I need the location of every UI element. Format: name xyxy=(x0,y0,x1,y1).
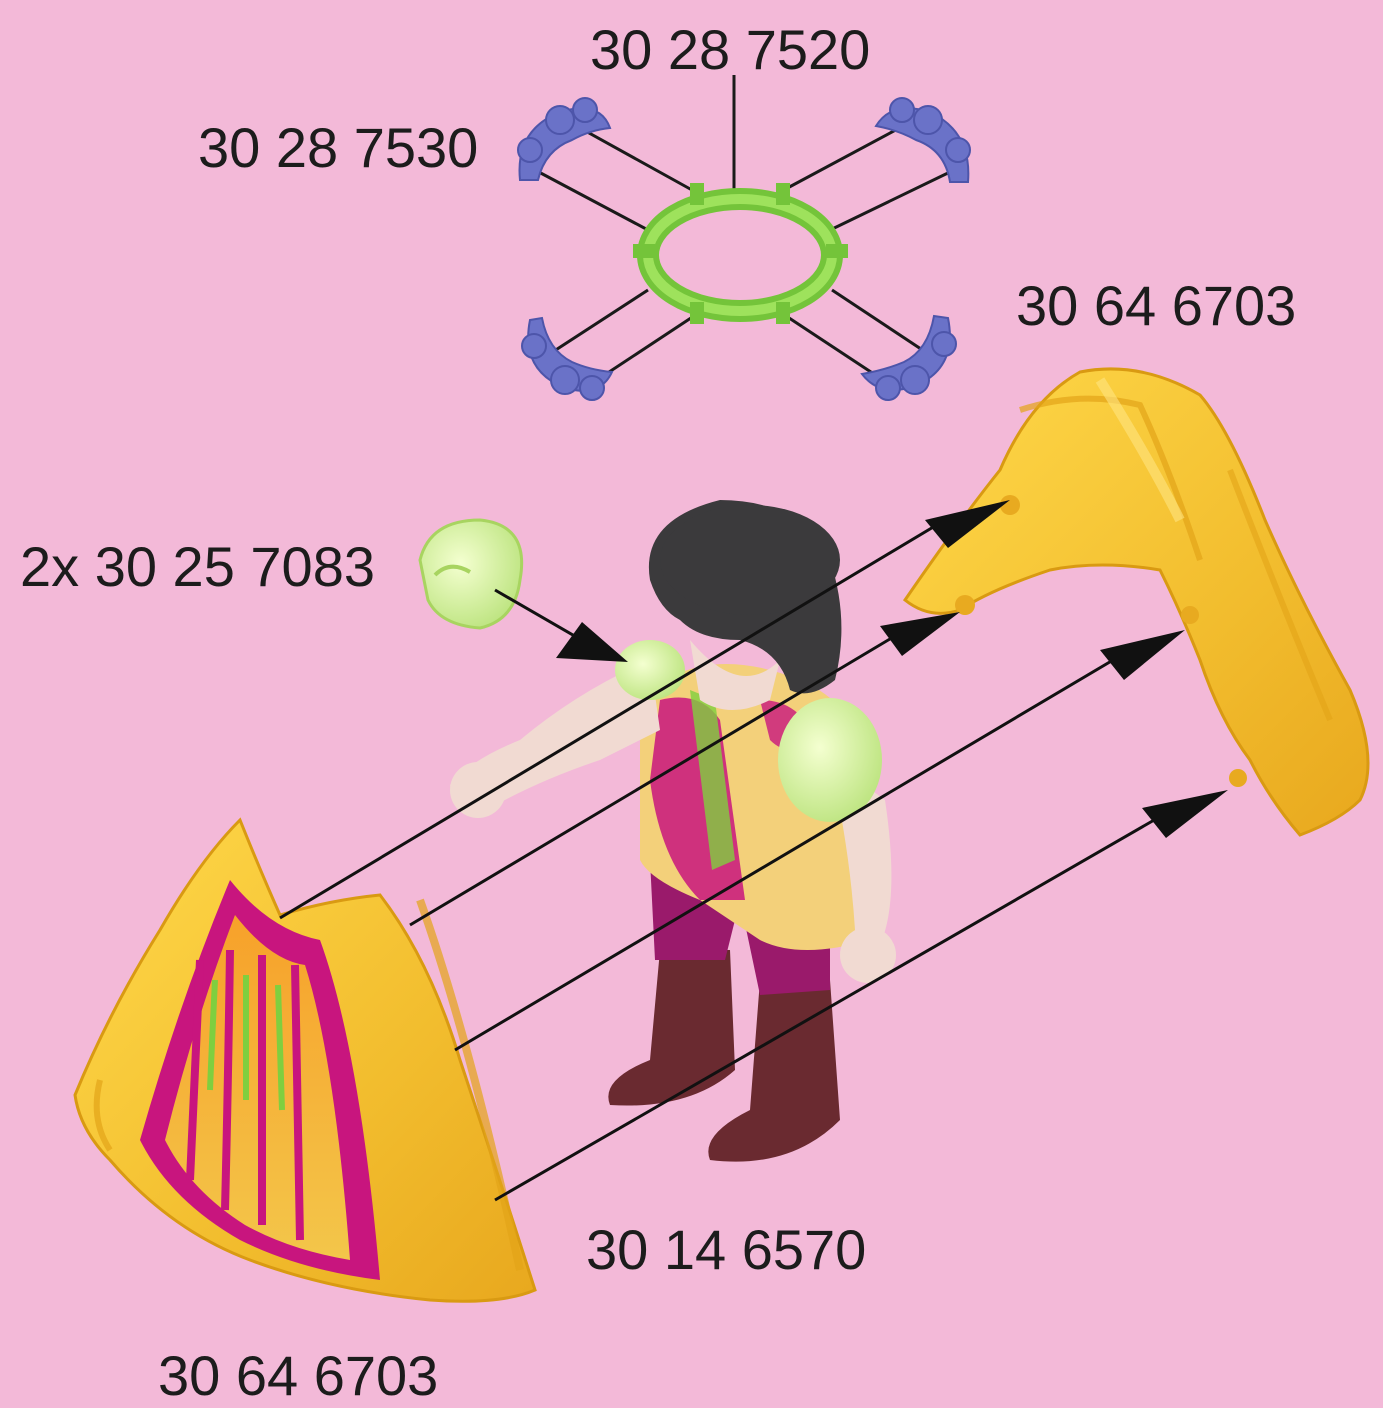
flower-sprig xyxy=(518,98,610,180)
part-number-cape-front: 30 64 6703 xyxy=(158,1348,438,1404)
figure xyxy=(450,500,896,1162)
cape-back xyxy=(905,369,1368,835)
flower-sprig xyxy=(522,318,612,400)
part-number-sleeves: 2x 30 25 7083 xyxy=(20,539,375,595)
arrowhead-2 xyxy=(880,612,960,656)
part-number-cape-back: 30 64 6703 xyxy=(1016,278,1296,334)
sleeve-piece xyxy=(420,520,522,628)
flower-sprig xyxy=(876,98,970,182)
part-number-flower-sprigs: 30 28 7530 xyxy=(198,120,478,176)
flower-sprigs xyxy=(518,98,970,400)
arrowhead-sleeve xyxy=(556,622,628,662)
arrowhead-3 xyxy=(1100,630,1185,680)
arrowhead-4 xyxy=(1142,790,1228,838)
flower-sprig xyxy=(862,316,956,400)
part-number-figure: 30 14 6570 xyxy=(586,1222,866,1278)
crown-assembly xyxy=(518,75,970,400)
part-number-crown-ring: 30 28 7520 xyxy=(590,22,870,78)
crown-ring xyxy=(633,183,848,324)
